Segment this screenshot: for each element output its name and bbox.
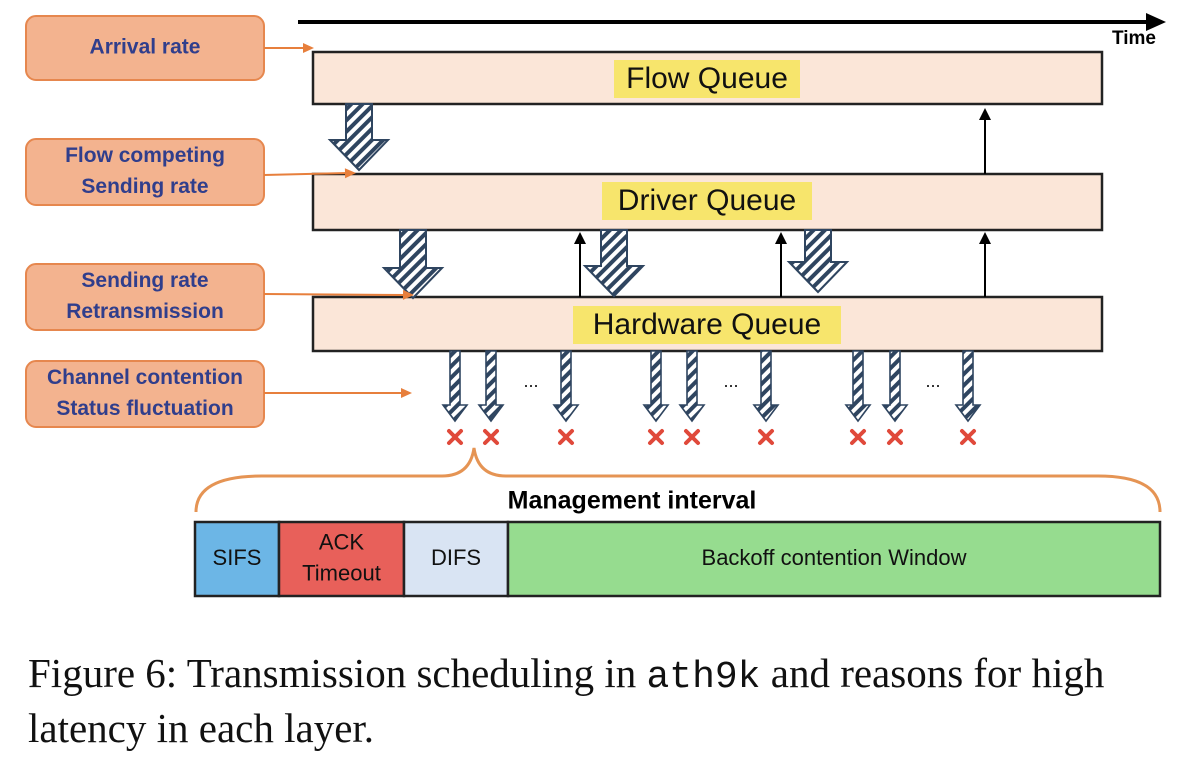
hatched-small-down-arrow-icon [844, 350, 872, 423]
hatched-small-down-arrow-icon [752, 350, 780, 423]
hatched-small-down-arrow-icon [678, 350, 706, 423]
driver-queue-label-highlight [602, 182, 812, 220]
reason-text: Sending rate [81, 175, 208, 198]
cross-stroke [447, 429, 463, 445]
ellipsis: ... [925, 371, 940, 391]
cross-icon [960, 429, 976, 445]
reason-text: Retransmission [66, 300, 224, 323]
hatched-down-arrow-icon [327, 103, 391, 172]
driver-queue-label: Driver Queue [618, 184, 796, 217]
reason-text: Sending rate [81, 269, 208, 292]
cross-icon [558, 429, 574, 445]
connector-arrowhead-icon [303, 43, 314, 53]
cross-icon [447, 429, 463, 445]
hatched-small-down-arrow-icon [441, 350, 469, 423]
reason-text: Arrival rate [90, 36, 201, 59]
management-segment-label: SIFS [213, 545, 262, 570]
hatched-small-down-arrow-icon [552, 350, 580, 423]
up-arrow-icon [574, 232, 586, 244]
connector-line [263, 293, 407, 296]
hatched-small-down-arrow-icon [954, 350, 982, 423]
management-segment [402, 520, 510, 598]
management-segment-label: Timeout [302, 560, 381, 585]
management-segment [277, 520, 406, 598]
up-arrow-icon [979, 232, 991, 244]
cross-icon [758, 429, 774, 445]
cross-stroke [758, 429, 774, 445]
time-arrowhead-icon [1146, 13, 1166, 31]
hardware-queue-label: Hardware Queue [593, 308, 821, 341]
reason-text: Flow competing [65, 144, 225, 167]
connector-arrowhead-icon [402, 289, 414, 300]
cross-stroke [558, 429, 574, 445]
caption-prefix: Figure 6: Transmission scheduling in [28, 650, 647, 696]
cross-icon [850, 429, 866, 445]
flow-queue-label: Flow Queue [626, 62, 788, 95]
cross-stroke [850, 429, 866, 445]
management-segment-label: ACK [319, 529, 365, 554]
management-segment-label: Backoff contention Window [702, 545, 967, 570]
reason-text: Channel contention [47, 366, 243, 389]
hatched-down-arrow-icon [381, 229, 445, 300]
cross-stroke [483, 429, 499, 445]
cross-stroke [960, 429, 976, 445]
ellipsis: ... [523, 371, 538, 391]
hatched-down-arrow-icon [582, 229, 646, 298]
time-axis-label: Time [1112, 28, 1156, 49]
management-interval-title: Management interval [508, 487, 757, 515]
hatched-small-down-arrow-icon [642, 350, 670, 423]
connector-line [263, 172, 349, 176]
reason-box [25, 263, 265, 331]
up-arrow-icon [775, 232, 787, 244]
connector-arrowhead-icon [344, 168, 356, 179]
cross-icon [648, 429, 664, 445]
connector-arrowhead-icon [401, 388, 412, 398]
cross-icon [887, 429, 903, 445]
cross-stroke [887, 429, 903, 445]
hardware-queue-label-highlight [573, 306, 841, 344]
caption-code: ath9k [646, 656, 761, 699]
management-interval-brace [194, 447, 1162, 513]
cross-stroke [684, 429, 700, 445]
management-segment [193, 520, 281, 598]
cross-icon [684, 429, 700, 445]
up-arrow-icon [979, 108, 991, 120]
hatched-small-down-arrow-icon [477, 350, 505, 423]
cross-stroke [648, 429, 664, 445]
figure-caption: Figure 6: Transmission scheduling in ath… [28, 648, 1178, 753]
caption-suffix: and reasons for high latency in each lay… [28, 650, 1105, 751]
hatched-small-down-arrow-icon [881, 350, 909, 423]
reason-text: Status fluctuation [56, 397, 233, 420]
hatched-down-arrow-icon [786, 229, 850, 294]
flow-queue-label-highlight [614, 60, 800, 98]
management-segment [506, 520, 1162, 598]
ellipsis: ... [723, 371, 738, 391]
cross-icon [483, 429, 499, 445]
reason-box [25, 138, 265, 206]
management-segment-label: DIFS [431, 545, 481, 570]
